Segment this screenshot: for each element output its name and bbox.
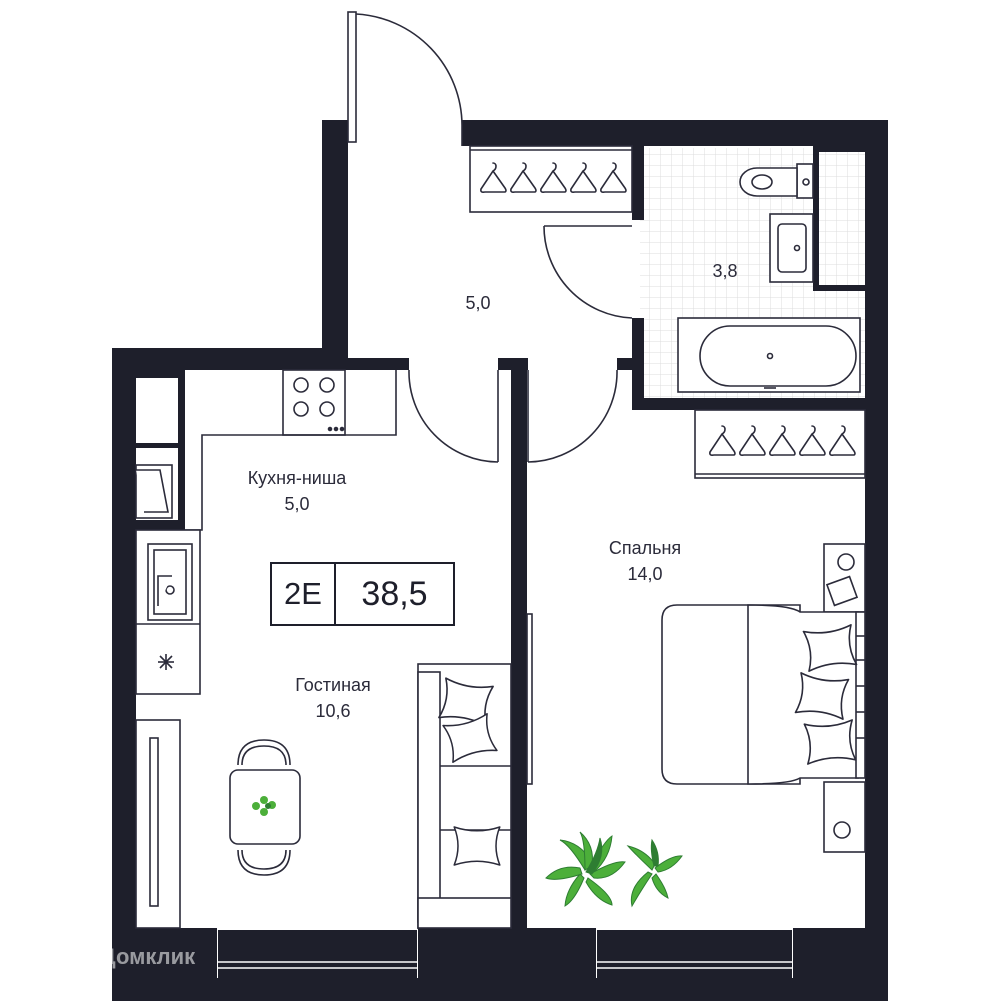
room-hall-area: 5,0 <box>465 293 491 313</box>
sliding-panel <box>526 613 533 785</box>
entrance-door <box>347 11 463 146</box>
bathroom-sink-icon <box>769 213 814 283</box>
room-bathroom-area: 3,8 <box>712 261 738 281</box>
bedroom-door <box>527 369 618 463</box>
kitchen-door <box>408 369 499 463</box>
watermark: Домклик <box>70 944 195 970</box>
bathroom-door <box>543 225 633 319</box>
apartment-code: 2Е <box>272 564 336 624</box>
bedroom-wardrobe <box>694 409 866 479</box>
room-bedroom-name: Спальня <box>608 538 682 558</box>
kitchen-niche <box>135 464 173 519</box>
window-right <box>597 930 792 1000</box>
watermark-text: Домклик <box>100 944 196 969</box>
plant-small-icon <box>626 838 683 908</box>
hall-wardrobe <box>469 145 633 213</box>
room-kitchen-area: 5,0 <box>284 494 310 514</box>
room-bedroom: Спальня 14,0 <box>582 535 708 587</box>
kitchen-sink-icon <box>147 543 193 621</box>
room-living: Гостиная 10,6 <box>270 672 396 724</box>
kitchen-counter <box>135 370 397 695</box>
hob-icon <box>282 369 346 436</box>
snowflake-icon <box>136 623 200 670</box>
toilet-icon <box>739 163 814 199</box>
house-icon <box>71 946 93 968</box>
table-flower-icon <box>252 796 276 816</box>
plant-icon <box>545 831 626 907</box>
room-hall: 5,0 <box>440 290 516 316</box>
room-kitchen-name: Кухня-ниша <box>247 468 347 488</box>
apartment-badge: 2Е 38,5 <box>270 562 455 626</box>
dining-table <box>229 739 301 876</box>
window-left <box>218 930 417 1000</box>
apartment-total-area: 38,5 <box>361 574 428 613</box>
room-living-name: Гостиная <box>295 675 371 695</box>
bathtub-icon <box>677 317 861 393</box>
room-bedroom-area: 14,0 <box>627 564 663 584</box>
room-living-area: 10,6 <box>315 701 351 721</box>
walls <box>112 120 888 1001</box>
room-bathroom: 3,8 <box>690 258 760 284</box>
tv-cabinet <box>135 719 181 929</box>
room-kitchen: Кухня-ниша 5,0 <box>222 465 372 517</box>
